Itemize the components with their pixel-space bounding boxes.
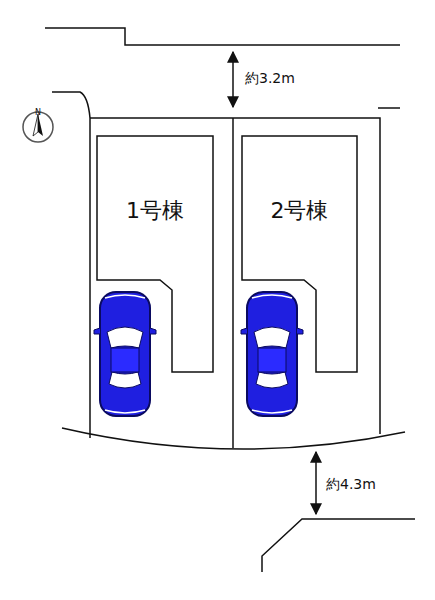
road-edge [45, 28, 400, 45]
building-outline: 2号棟 [242, 136, 357, 372]
building-label: 2号棟 [242, 196, 357, 226]
car-illustration [241, 292, 303, 416]
dimension-label: 約4.3m [326, 476, 376, 492]
dimension-label: 約3.2m [245, 70, 295, 86]
north-label: N [35, 108, 41, 118]
dimension-arrow [232, 52, 234, 107]
lot-frontage [62, 428, 405, 449]
car-illustration [94, 292, 156, 416]
building-label: 1号棟 [97, 196, 213, 226]
building-shape [242, 136, 357, 372]
dimension-arrow [315, 452, 317, 514]
building-outline: 1号棟 [97, 136, 213, 372]
lot-division [232, 118, 234, 448]
road-edge [262, 519, 415, 572]
lot-boundary [89, 118, 91, 438]
lot-boundary [90, 118, 380, 434]
building-shape [97, 136, 213, 372]
boundary-line [378, 107, 400, 109]
boundary-line [52, 92, 90, 118]
